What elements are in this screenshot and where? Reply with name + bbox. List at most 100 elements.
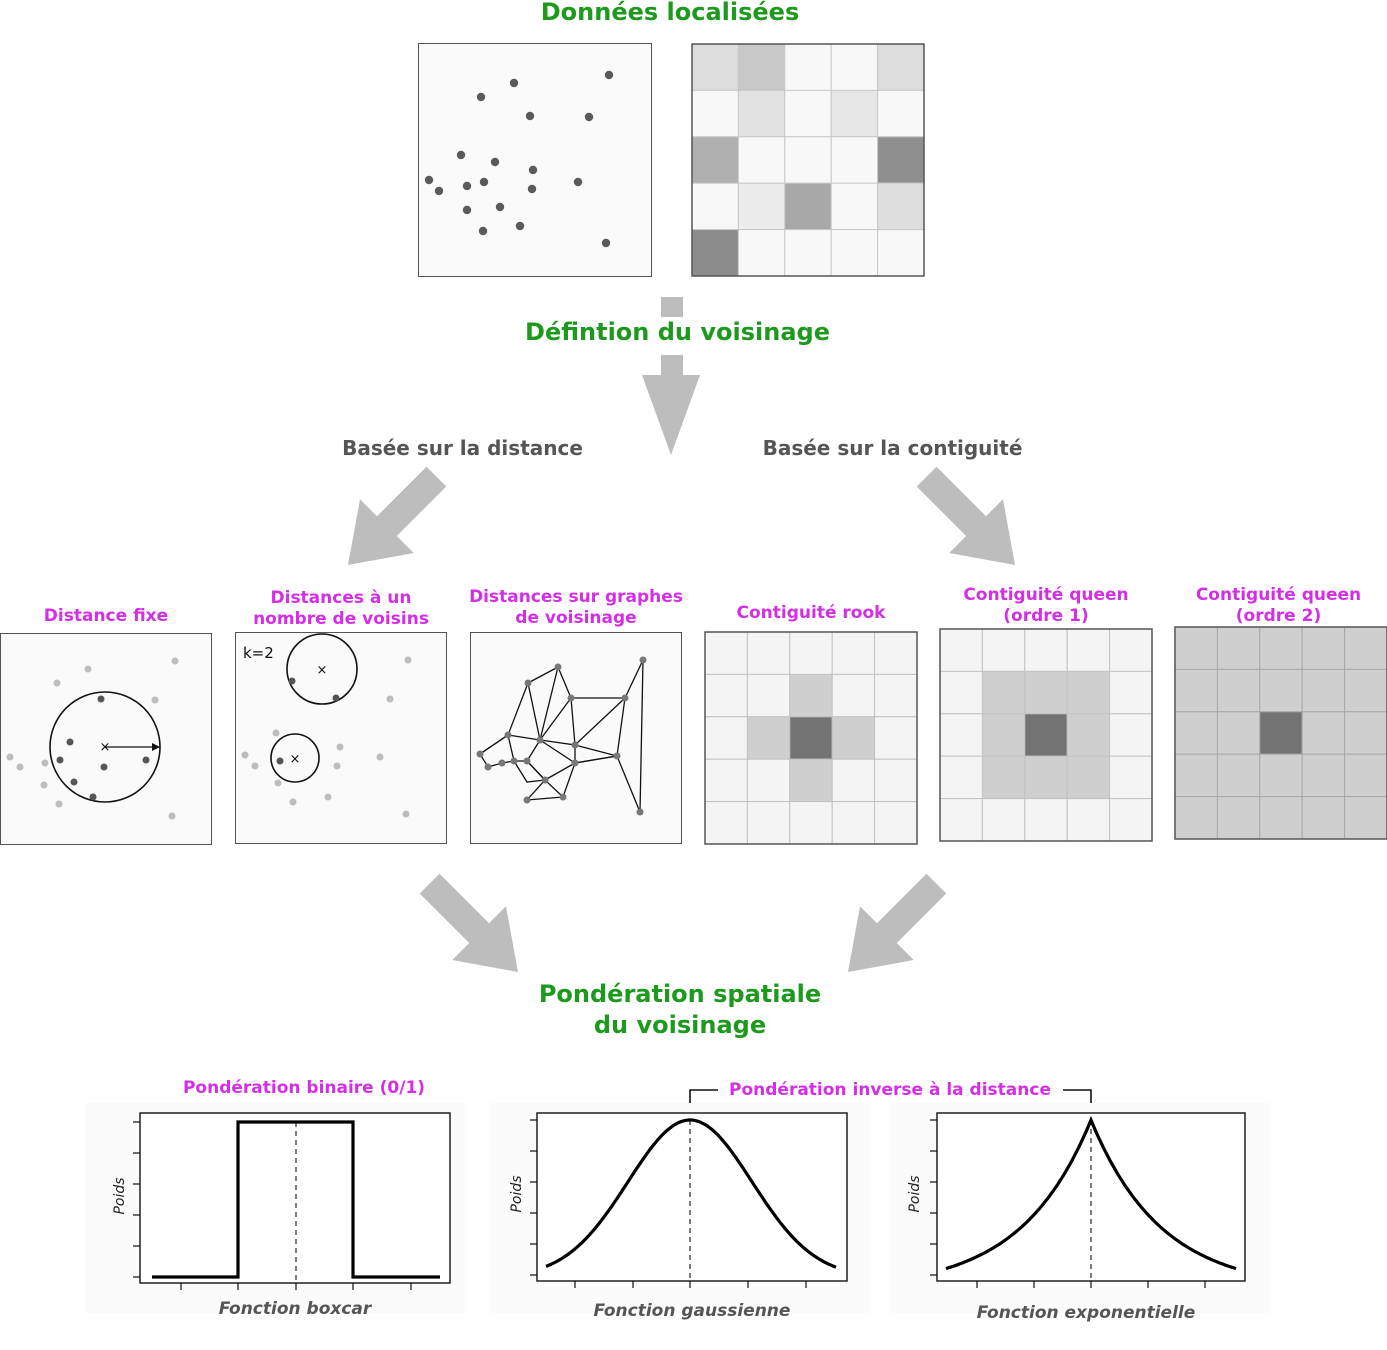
grid-border — [691, 43, 925, 277]
label-distance-fixe: Distance fixe — [43, 606, 169, 626]
grid-cell — [1301, 796, 1346, 840]
grid-cell — [1259, 626, 1303, 670]
grid-cell — [1066, 798, 1111, 842]
grid-cell — [874, 801, 918, 845]
grid-cell — [746, 716, 791, 760]
xlabel-boxcar: Fonction boxcar — [218, 1299, 372, 1319]
xlabel-exponential: Fonction exponentielle — [976, 1303, 1196, 1323]
arrow-down-left-icon — [348, 466, 447, 565]
grid-cell — [737, 182, 786, 231]
grid-cell — [939, 713, 983, 757]
grid-border — [1174, 626, 1387, 840]
grid-cell — [874, 758, 918, 803]
grid-cell — [737, 136, 786, 184]
grid-cell — [1301, 753, 1346, 798]
grid-cell — [1301, 668, 1346, 713]
label-knn-2: nombre de voisins — [253, 609, 429, 629]
title-donnees: Données localisées — [540, 0, 800, 26]
grid-cell — [746, 673, 791, 718]
grid-cell — [981, 628, 1026, 672]
panel-knn — [235, 632, 447, 844]
grid-cell — [939, 755, 983, 800]
grid-cell — [939, 670, 983, 715]
grid-cell — [831, 673, 876, 718]
grid-cell — [704, 758, 748, 803]
ylabel-gaussian: Poids — [509, 1175, 525, 1213]
grid-border — [939, 628, 1153, 842]
grid-cell — [691, 229, 739, 277]
panel-distance-fixe — [0, 633, 212, 845]
grid-cell — [704, 631, 748, 675]
grid-cell — [981, 755, 1026, 800]
grid-cell — [746, 758, 791, 803]
grid-cell — [1259, 711, 1303, 755]
grid-cell — [784, 43, 832, 91]
grid-cell — [1174, 753, 1218, 798]
grid-cell — [1216, 668, 1261, 713]
grid-cell — [784, 182, 832, 231]
ylabel-boxcar: Poids — [112, 1177, 128, 1215]
grid-cell — [789, 631, 833, 675]
grid-cell — [789, 758, 833, 803]
grid-cell — [877, 43, 925, 91]
grid-cell — [1066, 713, 1111, 757]
grid-cell — [939, 628, 983, 672]
grid-cell — [691, 136, 739, 184]
grid-cell — [704, 673, 748, 718]
label-knn-1: Distances à un — [270, 588, 412, 608]
plot-gaussian — [490, 1103, 870, 1313]
grid-cell — [1174, 711, 1218, 755]
plot-exponential — [890, 1103, 1270, 1313]
grid-cell — [737, 229, 786, 277]
grid-cell — [1344, 711, 1387, 755]
grid-cell — [830, 43, 879, 91]
grid-cell — [691, 43, 739, 91]
label-inverse: Pondération inverse à la distance — [729, 1080, 1051, 1100]
grid-cell — [789, 801, 833, 845]
branch-contiguite: Basée sur la contiguité — [762, 436, 1023, 460]
xlabel-gaussian: Fonction gaussienne — [593, 1301, 791, 1321]
grid-cell — [830, 182, 879, 231]
grid-cell — [830, 229, 879, 277]
grid-cell — [1216, 796, 1261, 840]
grid-cell — [1024, 798, 1068, 842]
grid-cell — [1301, 711, 1346, 755]
grid-cell — [784, 136, 832, 184]
grid-cell — [1174, 796, 1218, 840]
label-graph-2: de voisinage — [515, 608, 637, 628]
grid-cell — [1259, 753, 1303, 798]
grid-cell — [831, 758, 876, 803]
grid-cell — [939, 798, 983, 842]
grid-cell — [874, 716, 918, 760]
grid-cell — [789, 673, 833, 718]
grid-cell — [1024, 713, 1068, 757]
grid-cell — [1259, 668, 1303, 713]
grid-cell — [831, 631, 876, 675]
grid-cell — [874, 673, 918, 718]
grid-cell — [704, 801, 748, 845]
panel-graph — [470, 632, 682, 844]
label-graph-1: Distances sur graphes — [469, 587, 683, 607]
grid-cell — [1301, 626, 1346, 670]
grid-cell — [1109, 670, 1153, 715]
grid-cell — [1024, 670, 1068, 715]
label-binary: Pondération binaire (0/1) — [182, 1078, 426, 1098]
grid-cell — [1066, 670, 1111, 715]
grid-cell — [1024, 628, 1068, 672]
grid-cell — [981, 798, 1026, 842]
arrow-down-right-icon — [916, 466, 1015, 565]
grid-cell — [737, 43, 786, 91]
points-panel — [418, 43, 652, 277]
label-queen1-1: Contiguité queen — [963, 585, 1129, 605]
grid-cell — [704, 716, 748, 760]
grid-cell — [1344, 626, 1387, 670]
grid-cell — [1109, 755, 1153, 800]
title-ponderation-1: Pondération spatiale — [538, 980, 822, 1008]
grid-cell — [737, 89, 786, 138]
arrow-converge-left-icon — [419, 873, 518, 972]
grid-cell — [831, 801, 876, 845]
grid-cell — [1344, 753, 1387, 798]
grid-cell — [691, 89, 739, 138]
grid-cell — [1109, 798, 1153, 842]
label-rook: Contiguité rook — [736, 603, 886, 623]
